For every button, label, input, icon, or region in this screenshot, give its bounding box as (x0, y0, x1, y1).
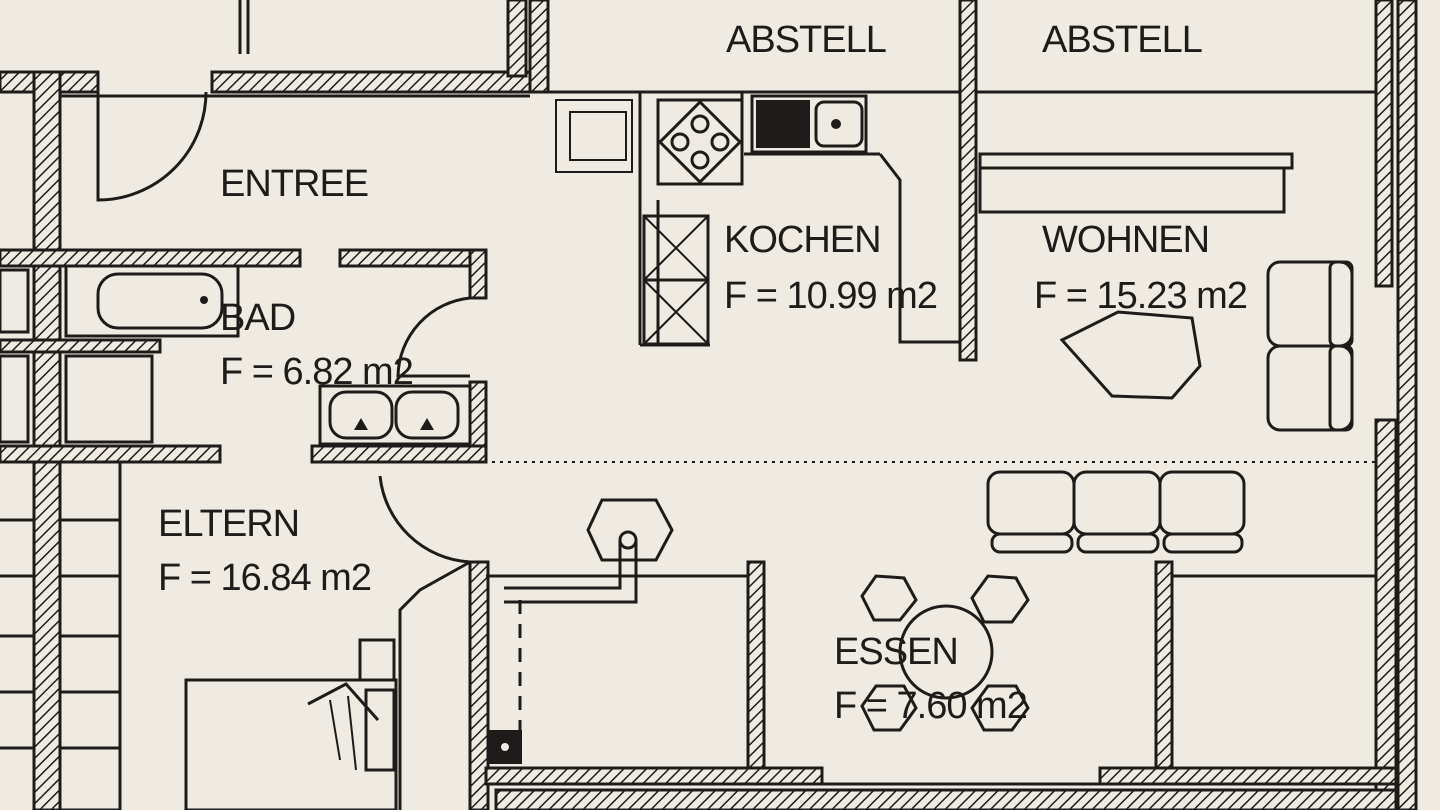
room-label-bad: BAD (220, 297, 295, 339)
armchairs (1266, 260, 1354, 432)
room-label-kochen: KOCHEN (724, 219, 881, 261)
sink-icon (750, 94, 868, 154)
room-area-kochen: F = 10.99 m2 (724, 275, 937, 317)
double-sink-icon (318, 384, 472, 446)
room-area-essen: F = 7.60 m2 (834, 685, 1027, 727)
room-label-eltern: ELTERN (158, 503, 299, 545)
furniture (0, 94, 1354, 810)
room-area-eltern: F = 16.84 m2 (158, 557, 371, 599)
room-label-wohnen: WOHNEN (1042, 219, 1209, 261)
sofa (986, 470, 1246, 554)
chimney-icon (488, 498, 674, 764)
room-label-abstell-2: ABSTELL (1042, 19, 1202, 61)
stove-icon (656, 98, 744, 186)
room-area-wohnen: F = 15.23 m2 (1034, 275, 1247, 317)
room-label-essen: ESSEN (834, 631, 958, 673)
bed-icon (184, 638, 398, 810)
dining-table (860, 574, 1030, 732)
doors (96, 0, 522, 810)
room-label-abstell-1: ABSTELL (726, 19, 886, 61)
room-label-entree: ENTREE (220, 163, 368, 205)
coffee-table (1059, 310, 1202, 400)
room-area-bad: F = 6.82 m2 (220, 351, 413, 393)
bathtub-icon (64, 264, 240, 338)
room-labels: ABSTELL ABSTELL ENTREE KOCHEN F = 10.99 … (158, 19, 1248, 727)
kitchen-cabinets (642, 214, 710, 346)
